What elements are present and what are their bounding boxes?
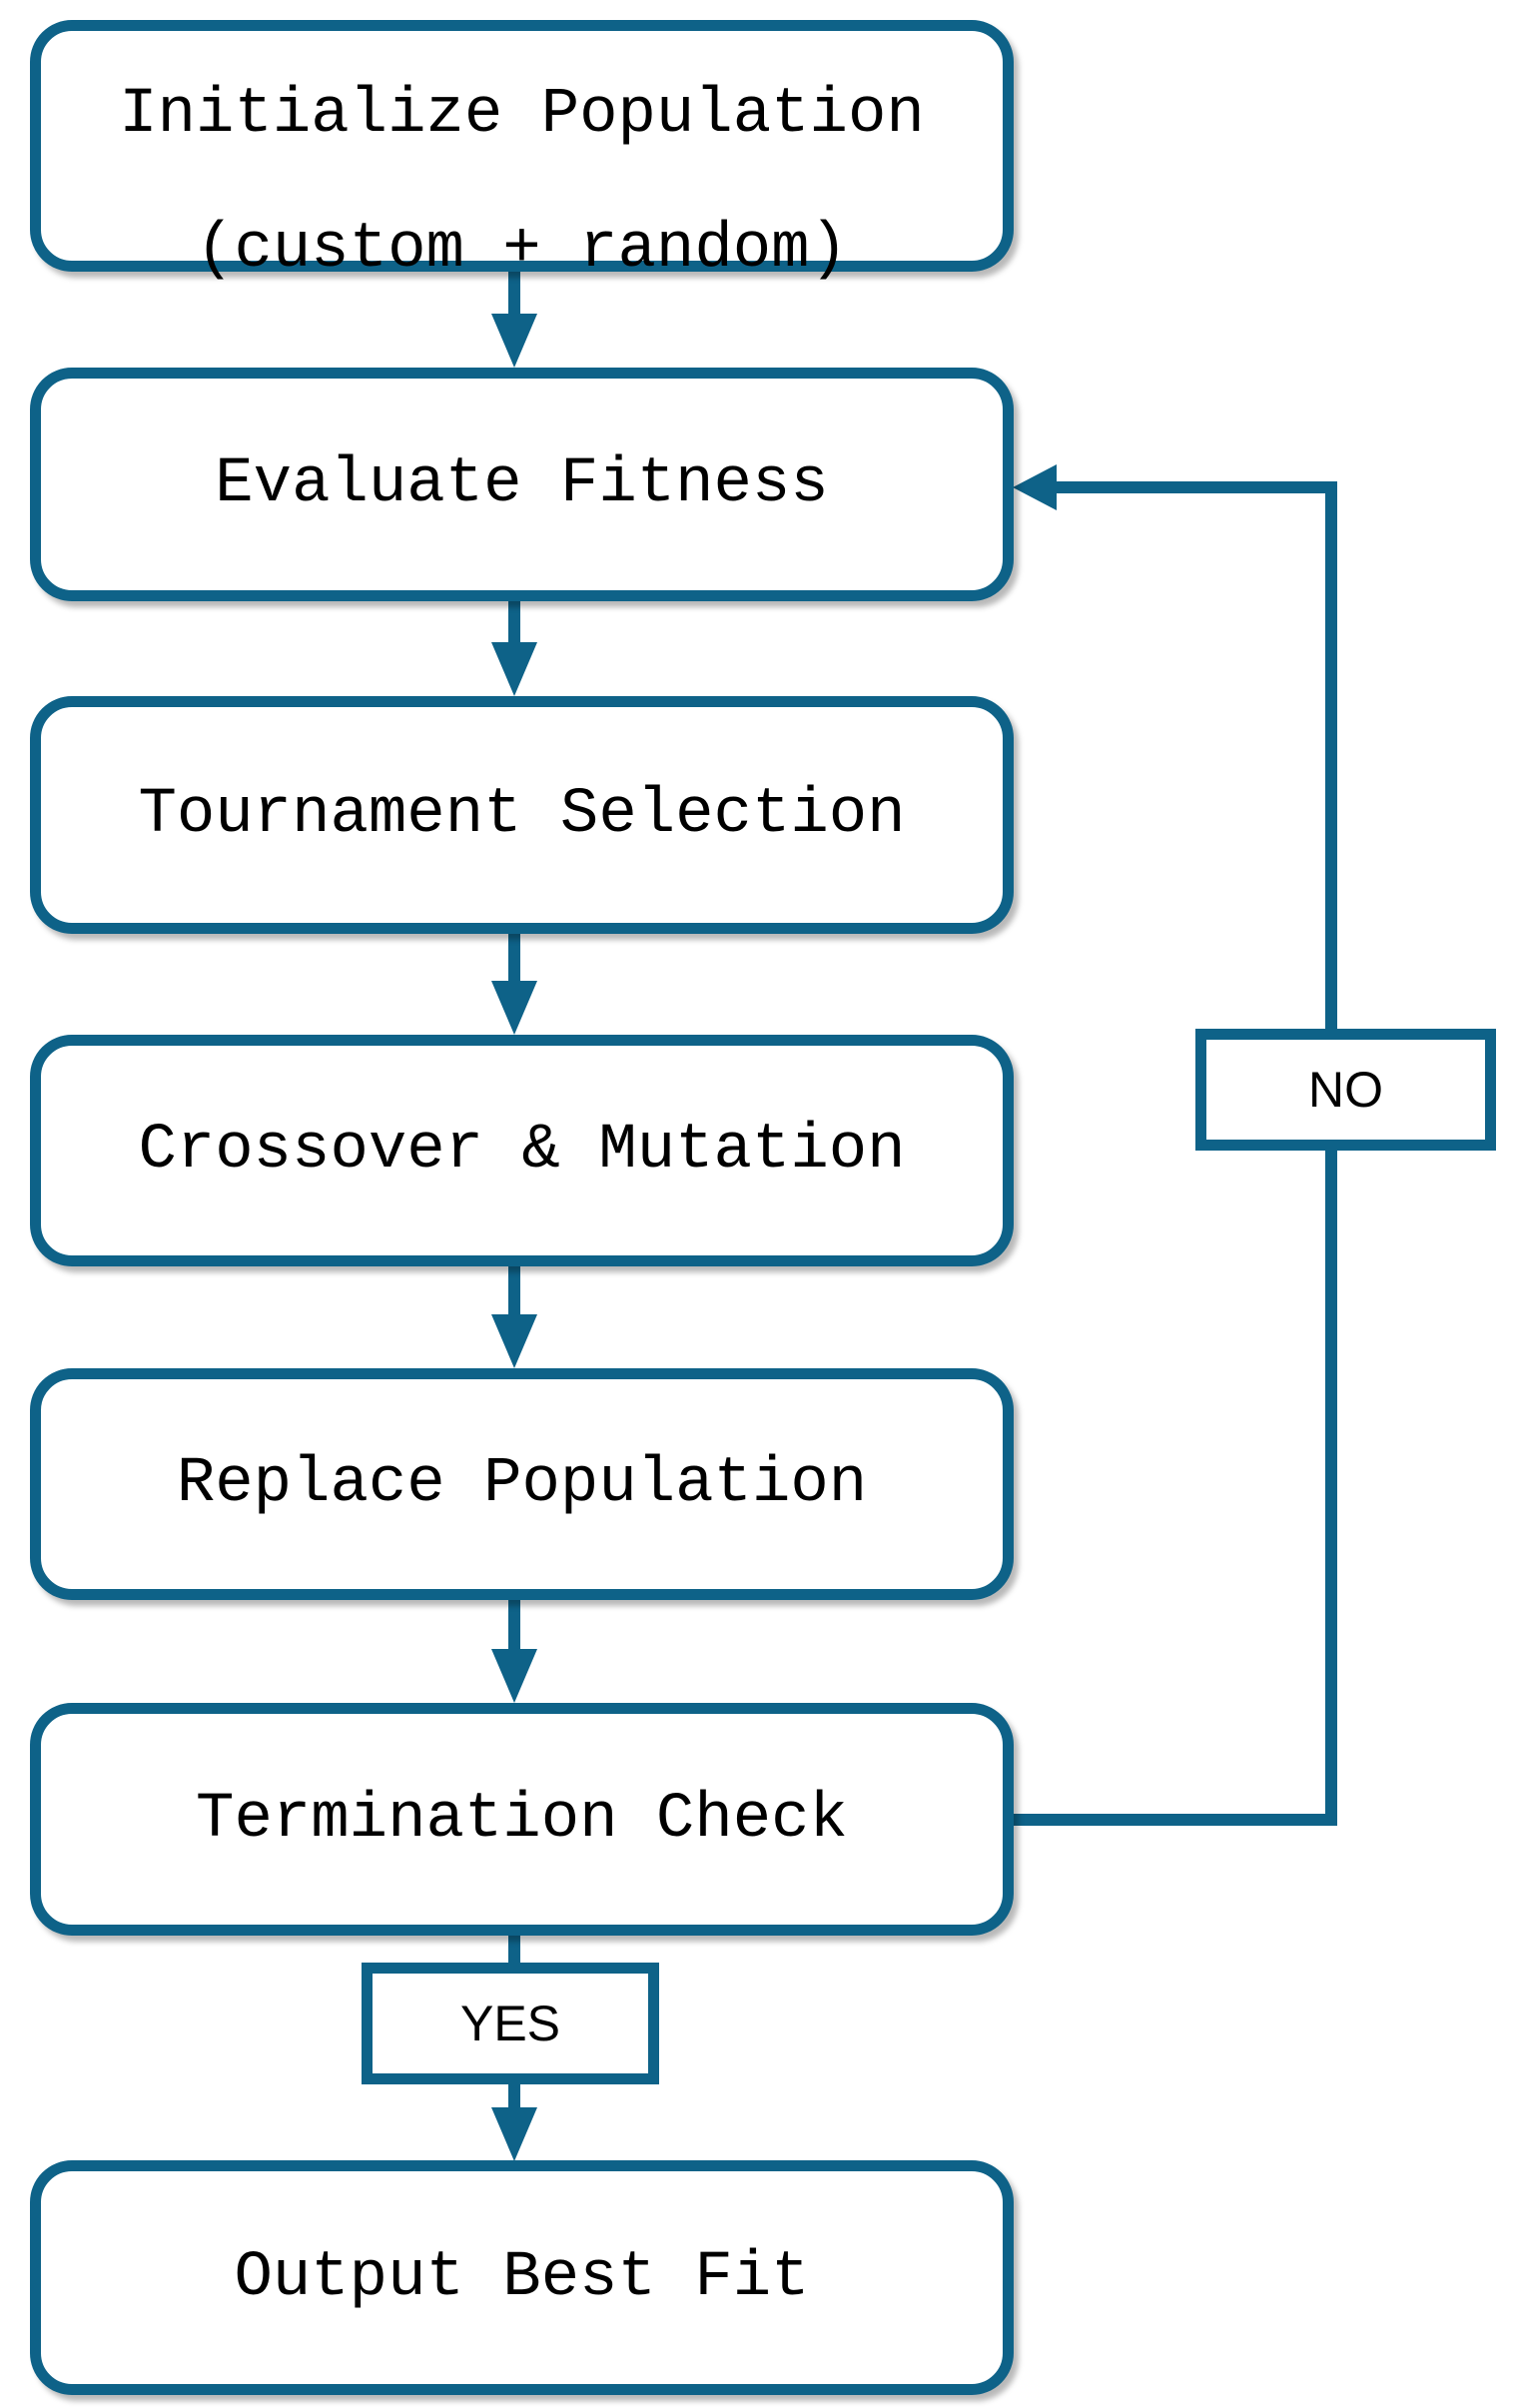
- node-initialize-line1: Initialize Population: [119, 79, 925, 151]
- node-evaluate-label: Evaluate Fitness: [215, 448, 829, 520]
- arrowhead-down-icon: [491, 642, 537, 696]
- loop-vertical-segment: [1325, 481, 1337, 1826]
- arrow-shaft: [508, 601, 520, 644]
- node-crossover-mutation: Crossover & Mutation: [30, 1035, 1014, 1266]
- loop-bottom-segment: [1011, 1814, 1337, 1826]
- node-evaluate-fitness: Evaluate Fitness: [30, 368, 1014, 601]
- arrow-shaft: [508, 1600, 520, 1651]
- node-termination-check: Termination Check: [30, 1703, 1014, 1936]
- arrowhead-down-icon: [491, 1314, 537, 1368]
- node-crossover-label: Crossover & Mutation: [138, 1115, 906, 1187]
- node-initialize-line2: (custom + random): [196, 214, 848, 286]
- yes-label-box: YES: [362, 1963, 659, 2084]
- arrowhead-down-icon: [491, 981, 537, 1035]
- arrow-shaft: [508, 272, 520, 316]
- node-output-label: Output Best Fit: [234, 2241, 810, 2314]
- no-label: NO: [1308, 1062, 1383, 1118]
- node-initialize-population: Initialize Population (custom + random): [30, 20, 1014, 286]
- loop-top-segment: [1055, 481, 1337, 493]
- arrowhead-left-icon: [1013, 464, 1057, 510]
- no-label-box: NO: [1195, 1029, 1496, 1151]
- arrow-shaft: [508, 2084, 520, 2109]
- arrowhead-down-icon: [491, 314, 537, 368]
- yes-label: YES: [459, 1996, 561, 2051]
- node-initialize-label: Initialize Population (custom + random): [41, 31, 1003, 286]
- node-termination-label: Termination Check: [196, 1783, 848, 1856]
- arrowhead-down-icon: [491, 1649, 537, 1703]
- node-output-best-fit: Output Best Fit: [30, 2160, 1014, 2395]
- arrow-shaft: [508, 934, 520, 983]
- node-tournament-label: Tournament Selection: [138, 779, 906, 851]
- arrowhead-down-icon: [491, 2107, 537, 2161]
- edge-stub: [508, 1936, 520, 1966]
- node-replace-label: Replace Population: [176, 1448, 868, 1520]
- arrow-shaft: [508, 1266, 520, 1316]
- node-replace-population: Replace Population: [30, 1368, 1014, 1600]
- node-tournament-selection: Tournament Selection: [30, 696, 1014, 934]
